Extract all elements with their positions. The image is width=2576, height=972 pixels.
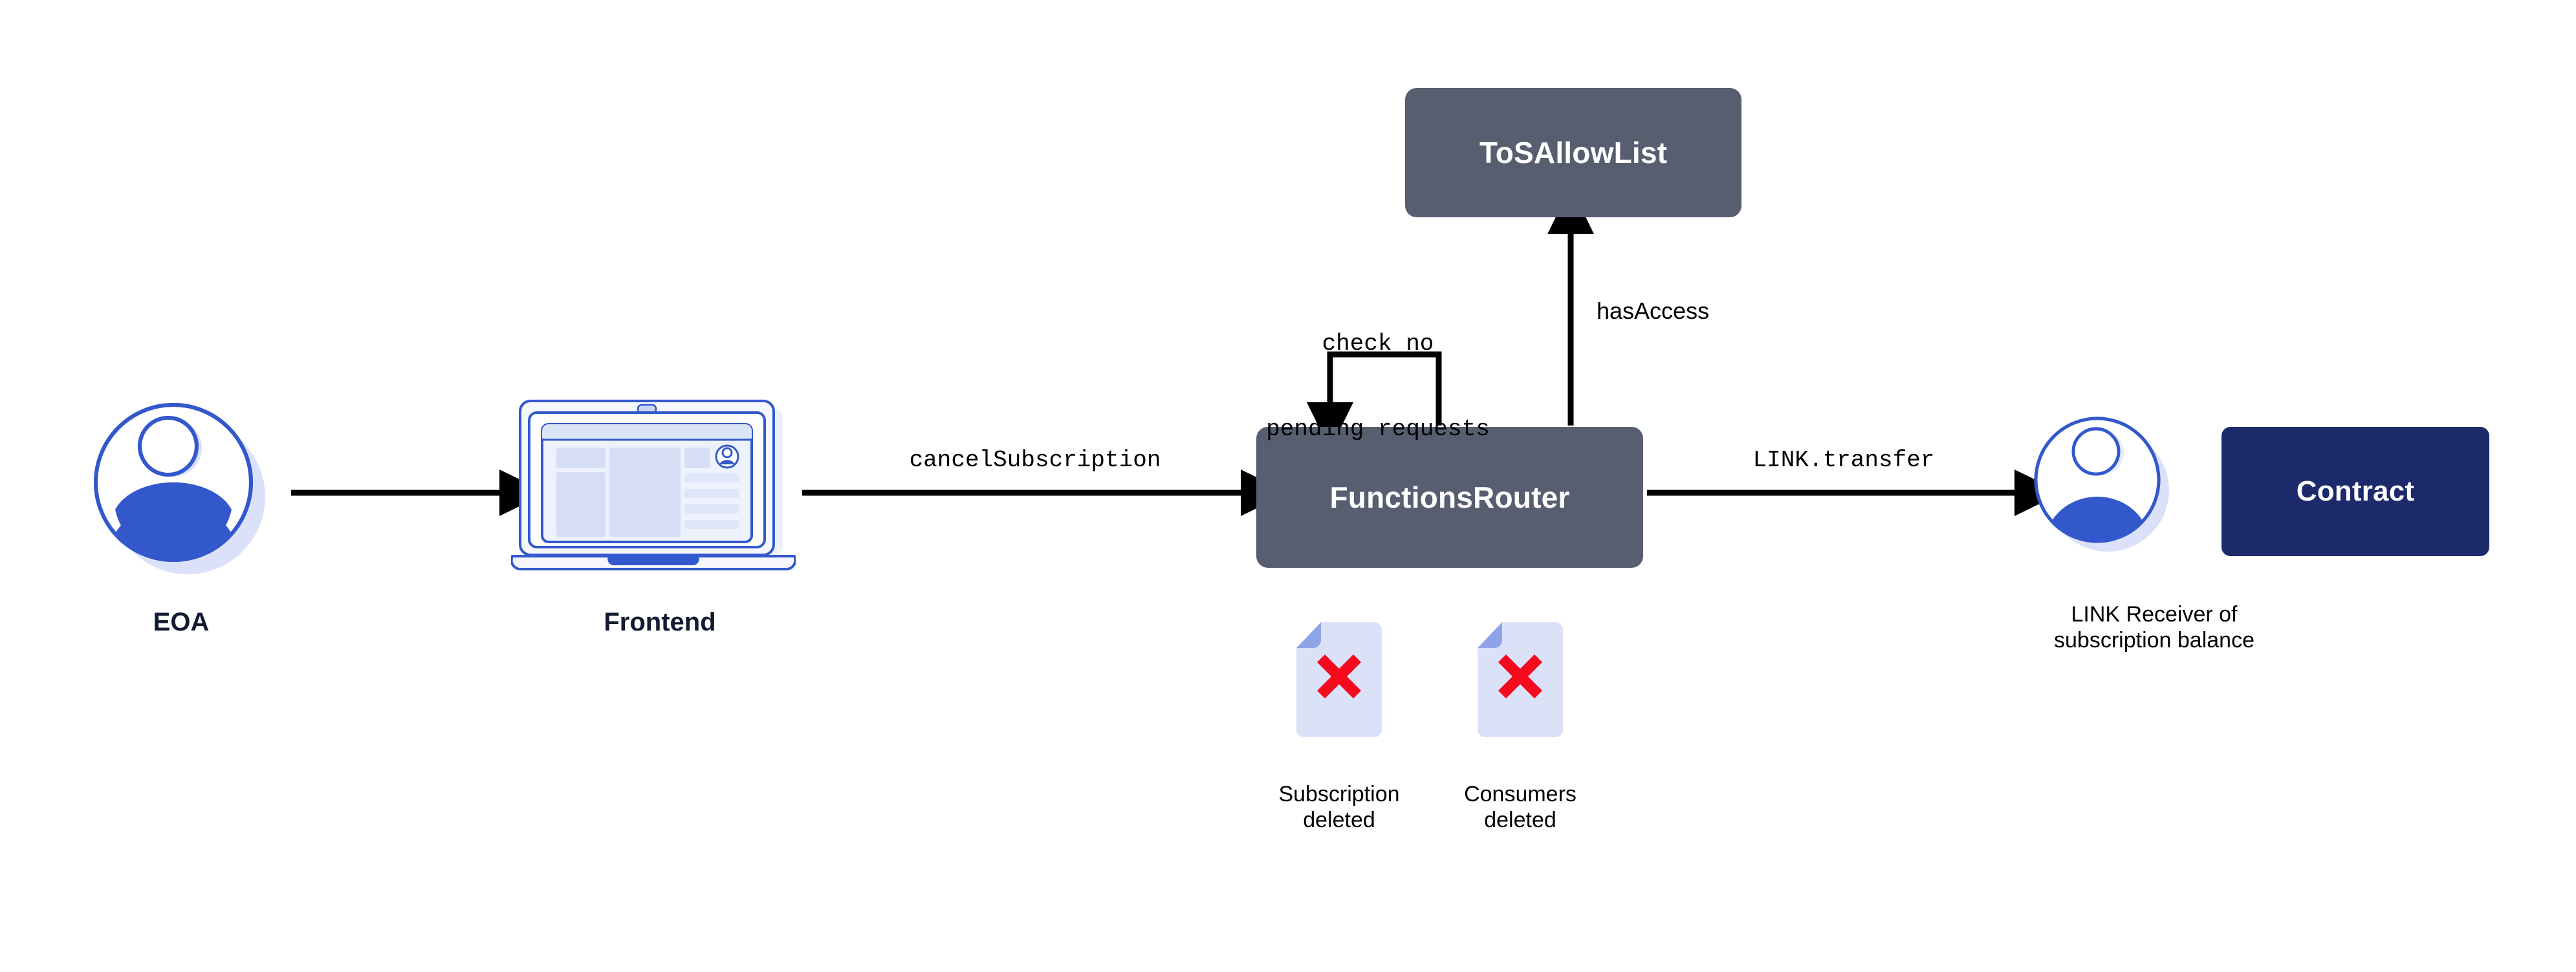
frontend-laptop-icon [510, 393, 797, 587]
node-functions-router[interactable]: FunctionsRouter [1256, 427, 1643, 568]
contract-label: Contract [2296, 475, 2415, 507]
edge-label-link-transfer: LINK.transfer [1752, 447, 1935, 473]
link-receiver-caption: LINK Receiver of subscription balance [1947, 601, 2361, 653]
check-no-pending-line1: check no [1322, 330, 1434, 357]
subscription-deleted-document-x-icon [1294, 621, 1384, 739]
node-contract[interactable]: Contract [2221, 427, 2489, 556]
link-receiver-caption-line1: LINK Receiver of [2071, 602, 2238, 627]
consumers-deleted-caption: Consumers deleted [1436, 781, 1604, 833]
node-tos-allow-list[interactable]: ToSAllowList [1405, 88, 1741, 217]
subscription-deleted-caption: Subscription deleted [1255, 781, 1423, 833]
eoa-avatar-icon [91, 400, 270, 579]
edge-label-cancel-subscription: cancelSubscription [909, 447, 1161, 473]
functions-router-label: FunctionsRouter [1329, 481, 1570, 514]
frontend-label: Frontend [604, 608, 716, 636]
link-receiver-avatar-icon [2031, 414, 2174, 556]
tos-allow-list-label: ToSAllowList [1479, 136, 1668, 169]
subscription-deleted-line1: Subscription [1278, 782, 1400, 806]
consumers-deleted-document-x-icon [1475, 621, 1566, 739]
consumers-deleted-line1: Consumers [1464, 782, 1577, 806]
link-receiver-caption-line2: subscription balance [2054, 628, 2254, 653]
check-no-pending-line2: pending requests [1266, 415, 1490, 442]
subscription-deleted-line2: deleted [1303, 808, 1375, 833]
consumers-deleted-line2: deleted [1484, 808, 1556, 833]
edge-label-has-access: hasAccess [1597, 297, 1710, 324]
edge-label-check-no-pending-requests: check no pending requests [1223, 273, 1533, 500]
eoa-label: EOA [153, 608, 210, 636]
